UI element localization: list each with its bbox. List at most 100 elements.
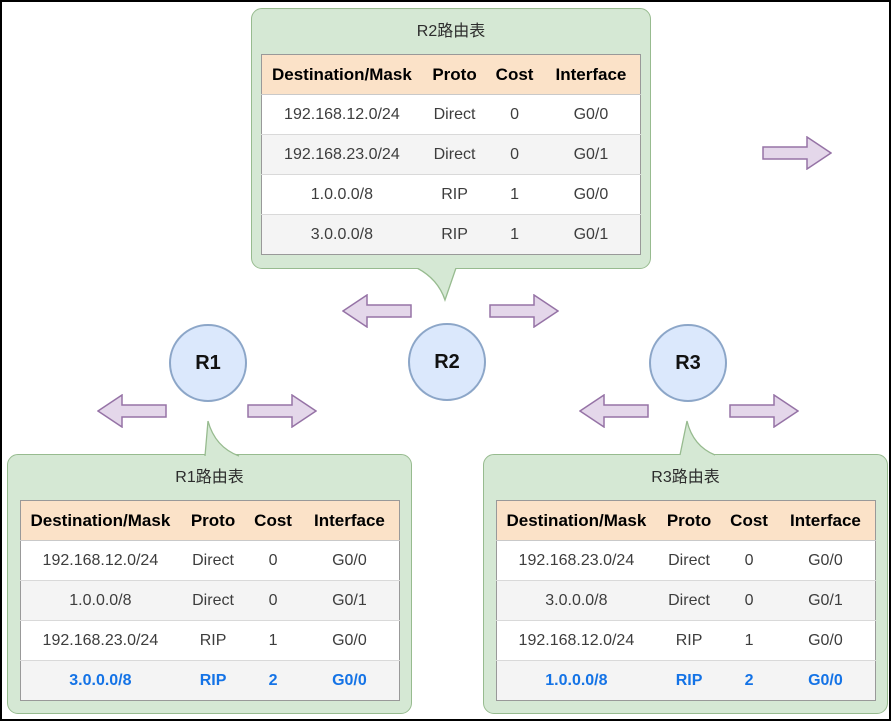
table-cell: Direct xyxy=(421,94,488,135)
table-cell: 1.0.0.0/8 xyxy=(20,580,181,621)
table-cell: 0 xyxy=(245,580,301,621)
table-cell: G0/0 xyxy=(776,620,875,661)
table-cell: Direct xyxy=(656,540,722,581)
arrow-left-r3-icon xyxy=(579,394,649,428)
table-cell: G0/1 xyxy=(776,580,875,621)
table-cell: Direct xyxy=(421,134,488,175)
arrow-left-r1-icon xyxy=(97,394,167,428)
arrow-right-r2-icon xyxy=(489,294,559,328)
table-cell: G0/1 xyxy=(541,134,641,175)
table-cell: 192.168.23.0/24 xyxy=(496,540,657,581)
table-header-cell: Proto xyxy=(656,500,722,541)
table-header-cell: Proto xyxy=(421,54,488,95)
table-cell: Direct xyxy=(656,580,722,621)
table-cell: RIP xyxy=(441,225,468,243)
table-header-cell: Cost xyxy=(487,54,542,95)
r2-callout-tail-icon xyxy=(416,268,457,302)
table-cell: 1.0.0.0/8 xyxy=(261,174,422,215)
router-r2-node: R2 xyxy=(408,323,486,401)
table-cell: 2 xyxy=(744,671,754,689)
router-r1-label: R1 xyxy=(195,351,221,374)
table-cell: 192.168.23.0/24 xyxy=(261,134,422,175)
table-header-cell: Interface xyxy=(541,54,641,95)
table-cell: 0 xyxy=(721,540,777,581)
table-cell: G0/0 xyxy=(541,94,641,135)
arrow-right-top-icon xyxy=(762,136,832,170)
table-cell: 0 xyxy=(487,94,542,135)
table-cell: 1 xyxy=(721,620,777,661)
table-cell: RIP xyxy=(421,174,488,215)
table-cell: 0 xyxy=(721,580,777,621)
table-cell: G0/0 xyxy=(300,540,399,581)
r2-table-title: R2路由表 xyxy=(416,23,486,40)
table-cell: RIP xyxy=(199,671,227,689)
table-header-cell: Destination/Mask xyxy=(20,500,181,541)
table-cell: 2 xyxy=(268,671,278,689)
table-cell: G0/0 xyxy=(808,671,843,689)
table-header-cell: Cost xyxy=(245,500,301,541)
table-row: 1.0.0.0/8 RIP 2 G0/0 xyxy=(496,660,875,701)
table-cell: 3.0.0.0/8 xyxy=(310,225,374,243)
table-row: 3.0.0.0/8 RIP 1 G0/1 xyxy=(261,214,641,255)
table-cell: Direct xyxy=(180,580,246,621)
r1-table-title: R1路由表 xyxy=(175,469,244,486)
r3-table-title: R3路由表 xyxy=(651,469,720,486)
r3-callout-tail-icon xyxy=(679,420,716,456)
router-r3-label: R3 xyxy=(675,351,701,374)
table-row: 3.0.0.0/8 RIP 2 G0/0 xyxy=(20,660,399,701)
r1-callout-tail-icon xyxy=(204,420,240,457)
table-header-cell: Destination/Mask xyxy=(261,54,422,95)
table-cell: 1 xyxy=(487,174,542,215)
table-cell: 3.0.0.0/8 xyxy=(69,671,132,689)
table-cell: RIP xyxy=(675,671,703,689)
table-cell: 0 xyxy=(245,540,301,581)
table-cell: G0/0 xyxy=(332,671,367,689)
table-header-cell: Proto xyxy=(180,500,246,541)
router-r1-node: R1 xyxy=(169,324,247,402)
table-header-cell: Destination/Mask xyxy=(496,500,657,541)
table-cell: 192.168.12.0/24 xyxy=(261,94,422,135)
table-cell: 192.168.23.0/24 xyxy=(20,620,181,661)
table-cell: 0 xyxy=(487,134,542,175)
table-cell: 1 xyxy=(510,225,520,243)
table-cell: G0/1 xyxy=(573,225,609,243)
table-cell: G0/0 xyxy=(300,620,399,661)
arrow-right-r3-icon xyxy=(729,394,799,428)
router-r2-label: R2 xyxy=(434,350,460,373)
table-cell: 1.0.0.0/8 xyxy=(545,671,608,689)
table-cell: G0/0 xyxy=(776,540,875,581)
router-r3-node: R3 xyxy=(649,324,727,402)
table-cell: 192.168.12.0/24 xyxy=(496,620,657,661)
table-cell: 192.168.12.0/24 xyxy=(20,540,181,581)
arrow-right-r1-icon xyxy=(247,394,317,428)
arrow-left-r2-icon xyxy=(342,294,412,328)
table-header-cell: Interface xyxy=(300,500,399,541)
table-cell: Direct xyxy=(180,540,246,581)
table-cell: RIP xyxy=(180,620,246,661)
table-cell: RIP xyxy=(656,620,722,661)
table-cell: G0/1 xyxy=(300,580,399,621)
table-cell: 1 xyxy=(245,620,301,661)
table-cell: G0/0 xyxy=(541,174,641,215)
table-header-cell: Interface xyxy=(776,500,875,541)
table-cell: 3.0.0.0/8 xyxy=(496,580,657,621)
